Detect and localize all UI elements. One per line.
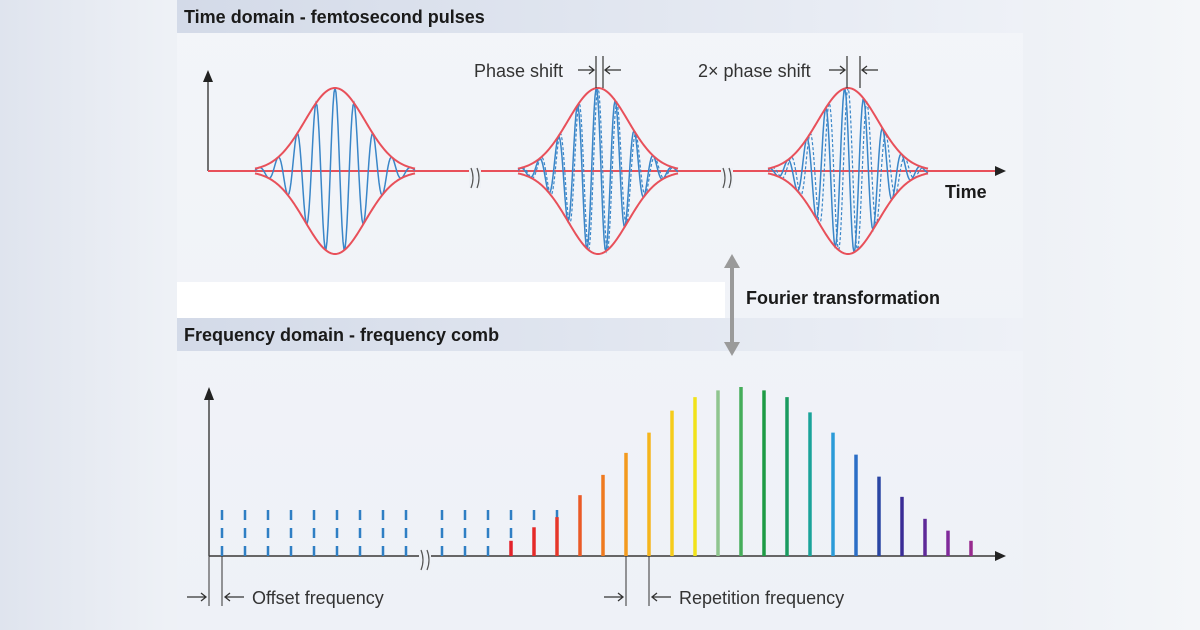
amplitude-axis-arrow-icon xyxy=(203,70,213,82)
pulse-2 xyxy=(517,86,679,256)
phase-shift-label: Phase shift xyxy=(474,61,563,81)
double-phase-shift-label: 2× phase shift xyxy=(698,61,811,81)
frequency-comb-plot xyxy=(187,387,1006,606)
envelope-upper xyxy=(517,86,679,170)
repetition-frequency-label: Repetition frequency xyxy=(679,588,844,608)
time-domain-title: Time domain - femtosecond pulses xyxy=(184,7,485,27)
axis-break-icon xyxy=(722,167,732,189)
envelope-upper xyxy=(254,86,416,170)
time-domain-header xyxy=(177,0,1023,33)
axis-break-icon xyxy=(470,167,480,189)
frequency-axis-arrow-icon xyxy=(995,551,1006,561)
envelope-lower xyxy=(254,172,416,256)
envelope-lower xyxy=(767,172,929,256)
envelope-lower xyxy=(517,172,679,256)
fourier-transformation-label: Fourier transformation xyxy=(746,288,940,308)
pulse-1 xyxy=(254,86,416,256)
arrow-left-icon xyxy=(860,65,878,75)
axis-break-icon xyxy=(420,549,430,571)
arrow-right-icon xyxy=(604,592,625,602)
arrow-left-icon xyxy=(650,592,671,602)
arrow-left-icon xyxy=(223,592,244,602)
fourier-arrow-icon xyxy=(724,254,740,356)
frequency-domain-title: Frequency domain - frequency comb xyxy=(184,325,499,345)
separator-band xyxy=(177,282,725,318)
arrow-right-icon xyxy=(187,592,208,602)
time-axis-arrow-icon xyxy=(995,166,1006,176)
arrow-right-icon xyxy=(829,65,847,75)
time-domain-plot xyxy=(203,56,1006,256)
pulse-3 xyxy=(767,86,929,256)
time-axis-label: Time xyxy=(945,182,987,202)
offset-frequency-label: Offset frequency xyxy=(252,588,384,608)
frequency-domain-header xyxy=(177,318,1023,351)
arrow-left-icon xyxy=(603,65,621,75)
intensity-axis-arrow-icon xyxy=(204,387,214,400)
envelope-upper xyxy=(767,86,929,170)
carrier-wave xyxy=(517,86,679,254)
arrow-right-icon xyxy=(578,65,596,75)
carrier-wave xyxy=(254,87,416,251)
